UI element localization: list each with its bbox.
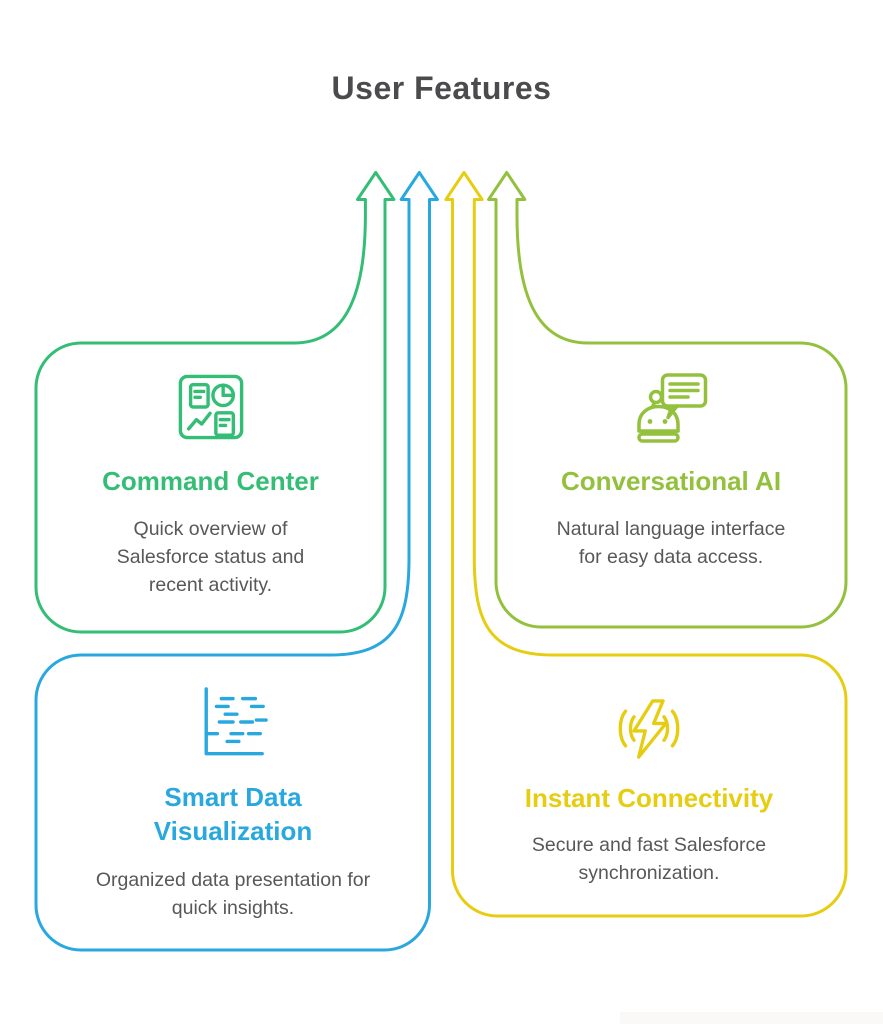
command-center-outline-arrow <box>34 171 396 634</box>
card-description: Natural language interface for easy data… <box>556 518 786 568</box>
watermark-remnant <box>620 1012 883 1024</box>
card-description: Secure and fast Salesforce synchronizati… <box>531 834 767 884</box>
card-title: Instant Connectivity <box>524 783 774 813</box>
chatbot-icon <box>632 373 710 450</box>
card-instant-connectivity: Instant Connectivity Secure and fast Sal… <box>452 655 846 916</box>
card-smart-data-visualization: Smart Data Visualization Organized data … <box>36 655 430 950</box>
card-conversational-ai: Conversational AI Natural language inter… <box>496 343 846 627</box>
card-description: Quick overview of Salesforce status and … <box>116 518 305 596</box>
page-title: User Features <box>331 70 552 106</box>
card-title: Smart Data Visualization <box>153 782 313 846</box>
card-command-center: Command Center Quick overview of Salesfo… <box>36 343 385 632</box>
bar-data-icon <box>196 685 270 764</box>
conversational-ai-outline-arrow <box>487 171 848 629</box>
card-title: Conversational AI <box>560 466 782 496</box>
instant-connectivity-outline-arrow <box>444 171 848 918</box>
dashboard-icon <box>177 373 245 446</box>
signal-bolt-icon <box>604 699 694 764</box>
card-title: Command Center <box>102 466 319 496</box>
card-description: Organized data presentation for quick in… <box>95 869 371 919</box>
smart-data-outline-arrow <box>34 171 439 952</box>
